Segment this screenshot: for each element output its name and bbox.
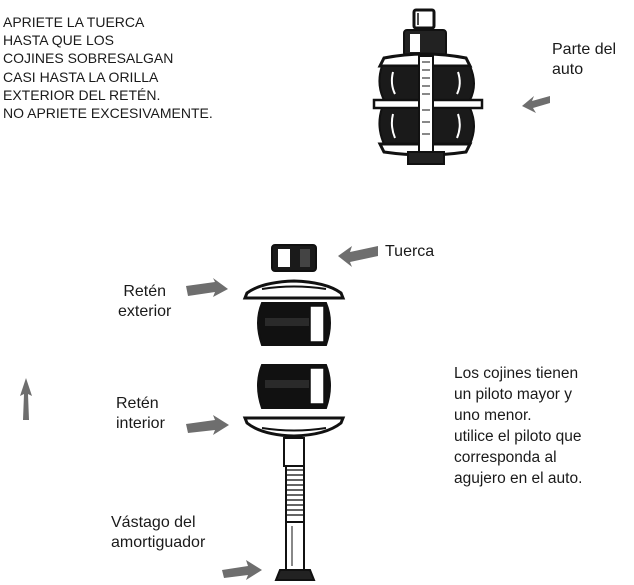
instruction-line-3: COJINES SOBRESALGAN <box>3 50 174 67</box>
inner-retainer-illustration <box>242 416 346 438</box>
car-part-label-line-1: Parte del <box>552 41 617 58</box>
outer-retainer-label: Retén exterior <box>118 282 171 322</box>
inner-retainer-arrow-icon <box>186 415 229 435</box>
car-part-arrow-icon <box>522 96 550 113</box>
outer-retainer-illustration <box>242 279 346 300</box>
inner-retainer-label: Retén interior <box>116 394 165 434</box>
instruction-line-5: EXTERIOR DEL RETÉN. <box>3 86 161 103</box>
instruction-line-1: APRIETE LA TUERCA <box>3 14 145 30</box>
note-line-6: agujero en el auto. <box>454 470 583 487</box>
shock-rod-label-line-2: amortiguador <box>111 534 206 551</box>
note-line-3: uno menor. <box>454 407 532 424</box>
shock-rod-arrow-icon <box>222 560 262 580</box>
outer-retainer-label-line-1: Retén <box>123 283 167 300</box>
outer-retainer-arrow-icon <box>186 278 228 297</box>
shock-rod-label-line-1: Vástago del <box>111 514 196 531</box>
instruction-line-2: HASTA QUE LOS <box>3 32 114 49</box>
shock-rod-illustration <box>274 437 316 581</box>
car-part-label: Parte del auto <box>552 40 616 80</box>
note-line-2: un piloto mayor y <box>454 386 573 403</box>
nut-illustration <box>271 244 317 272</box>
upper-cushion-illustration <box>257 302 331 346</box>
outer-retainer-label-line-2: exterior <box>118 303 172 320</box>
note-line-4: utilice el piloto que <box>454 428 582 445</box>
instruction-line-4: CASI HASTA LA ORILLA <box>3 68 159 85</box>
nut-arrow-icon <box>338 246 378 267</box>
note-line-5: corresponda al <box>454 449 557 466</box>
assembled-bushing-illustration <box>372 8 484 165</box>
nut-label: Tuerca <box>385 243 435 260</box>
shock-rod-label: Vástago del amortiguador <box>111 513 205 553</box>
instruction-line-6: NO APRIETE EXCESIVAMENTE. <box>3 105 213 122</box>
instruction-text: APRIETE LA TUERCA HASTA QUE LOS COJINES … <box>3 13 213 122</box>
up-arrow-icon <box>20 378 32 420</box>
lower-cushion-illustration <box>257 364 331 409</box>
inner-retainer-label-line-2: interior <box>116 415 165 432</box>
inner-retainer-label-line-1: Retén <box>116 395 159 412</box>
bushing-note: Los cojines tienen un piloto mayor y uno… <box>454 363 582 489</box>
note-line-1: Los cojines tienen <box>454 365 579 382</box>
car-part-label-line-2: auto <box>552 61 584 78</box>
